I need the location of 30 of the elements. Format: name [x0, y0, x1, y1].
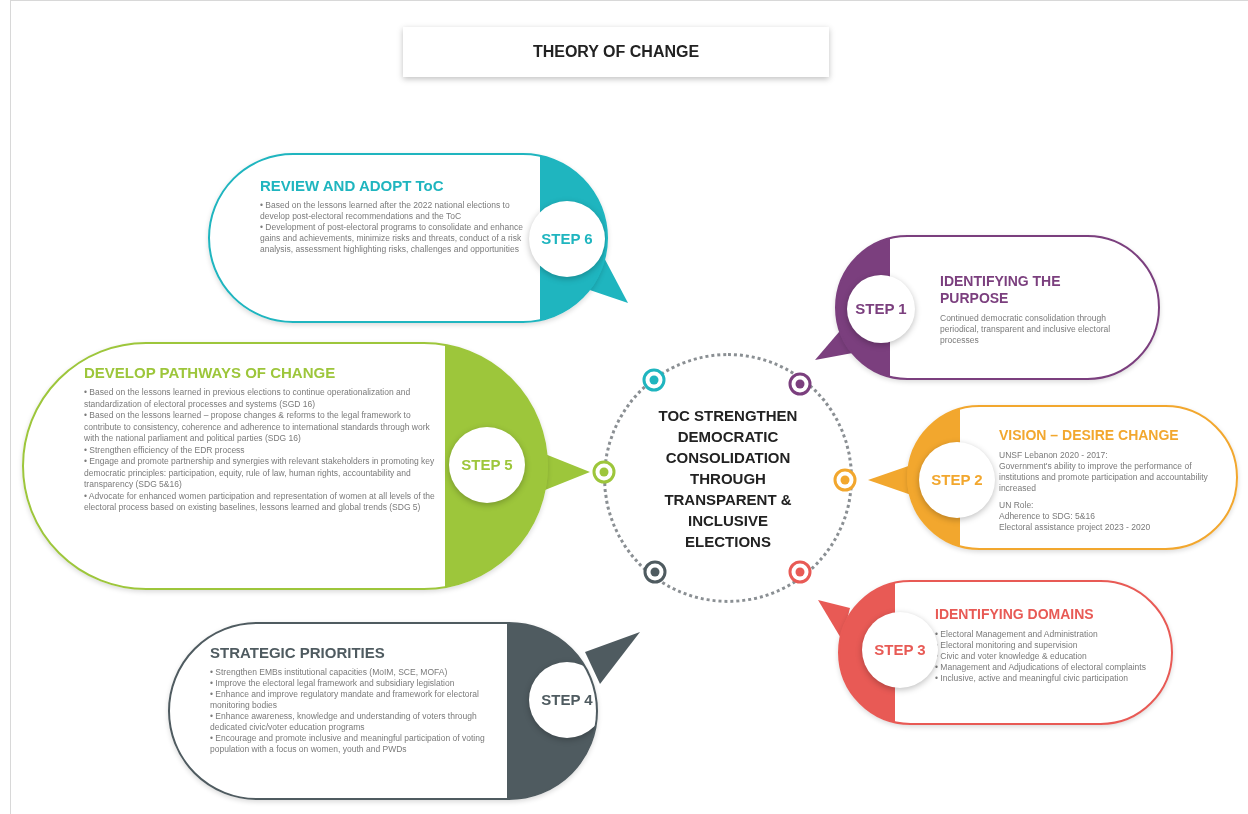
- card-text: • Encourage and promote inclusive and meaningful participation of voting population with a focus on women, youth and PWDs: [210, 733, 486, 755]
- card-text: • Based on the lessons learned in previous elections to continue operationalization and standardization of electoral processes and systems (SGD 16): [84, 387, 412, 410]
- card-text: UNSF Lebanon 2020 - 2017:: [999, 450, 1109, 461]
- card-text: • Inclusive, active and meaningful civic participation: [935, 673, 1129, 684]
- title-banner: THEORY OF CHANGE: [403, 27, 829, 77]
- card-text: Government's ability to improve the performance of institutions and promote participation and accountability increased: [999, 461, 1209, 494]
- card-text: • Electoral Management and Administration: [935, 629, 1099, 640]
- card-text: • Management and Adjudications of electoral complaints: [935, 662, 1147, 673]
- card-text: • Strengthen efficiency of the EDR process: [84, 444, 246, 456]
- card-text: • Improve the electoral legal framework and subsidiary legislation: [210, 678, 456, 689]
- card-heading: VISION – DESIRE CHANGE: [999, 427, 1180, 444]
- card-heading: REVIEW AND ADOPT ToC: [260, 177, 445, 194]
- card-text: • Electoral monitoring and supervision: [935, 640, 1079, 651]
- card-text: • Based on the lessons learned – propose changes & reforms to the legal framework to contribute to consistency, coherence and adherence to international standards through work with the national parliament and political parties (SDG 16): [84, 410, 431, 445]
- card-text: • Development of post-electoral programs to consolidate and enhance gains and achievements, minimize risks and threats, conduct of a risk analysis, assessment highlighting risks, challenges and opportunities: [260, 222, 524, 255]
- card-heading: STRATEGIC PRIORITIES: [210, 644, 386, 661]
- card-text: UN Role:: [999, 500, 1035, 511]
- card-text: • Enhance and improve regulatory mandate and framework for electoral monitoring bodies: [210, 689, 480, 711]
- card-text: • Based on the lessons learned after the 2022 national elections to develop post-electoral recommendations and the ToC: [260, 200, 511, 222]
- card-text: Continued democratic consolidation through periodical, transparent and inclusive electoral processes: [940, 313, 1112, 346]
- card-heading: DEVELOP PATHWAYS OF CHANGE: [84, 364, 337, 381]
- card-text: • Civic and voter knowledge & education: [935, 651, 1088, 662]
- card-heading: IDENTIFYING DOMAINS: [935, 606, 1095, 623]
- card-text: • Enhance awareness, knowledge and understanding of voters through dedicated civic/voter education programs: [210, 711, 478, 733]
- card-text: • Strengthen EMBs institutional capacities (MoIM, SCE, MOFA): [210, 667, 449, 678]
- card-text: Electoral assistance project 2023 - 2020: [999, 522, 1152, 533]
- card-text: Adherence to SDG: 5&16: [999, 511, 1096, 522]
- card-text: • Advocate for enhanced women participation and representation of women at all levels of the electoral process based on existing baselines, lessons learned and global trends (SDG 5): [84, 490, 436, 514]
- card-text: • Engage and promote partnership and synergies with relevant stakeholders in promoting key democratic principles: participation, equity, rule of law, human rights, accountability and transparency (SDG 5&16): [84, 456, 436, 491]
- card-heading: IDENTIFYING THE PURPOSE: [940, 273, 1062, 307]
